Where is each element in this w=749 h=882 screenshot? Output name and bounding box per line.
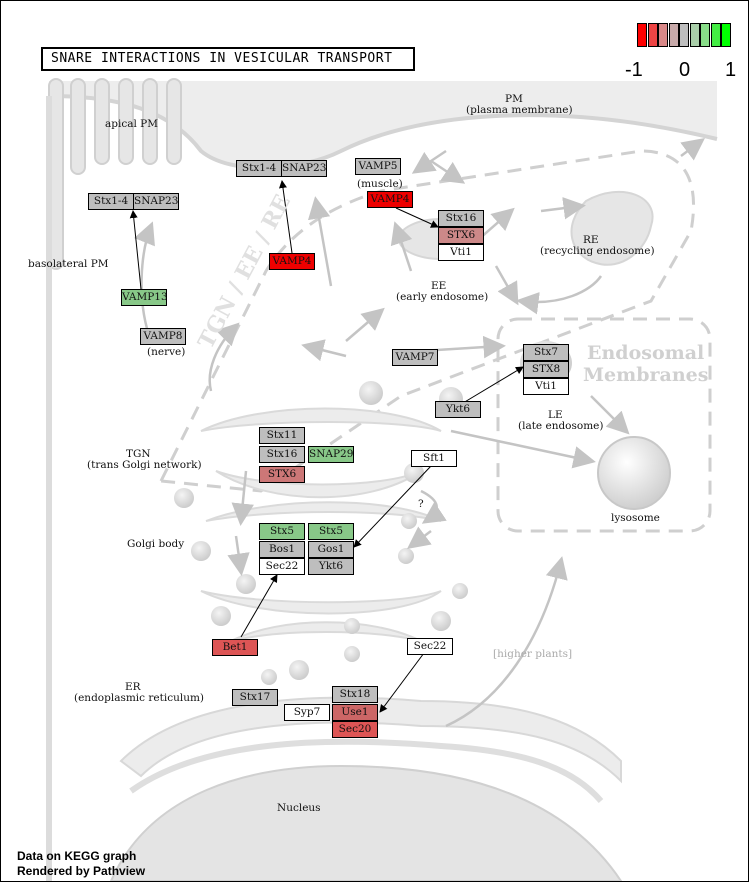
label-tgn: TGN: [126, 448, 151, 460]
legend-color-cell: [647, 23, 658, 47]
gene-box-stx17[interactable]: Stx17: [232, 689, 278, 706]
gene-box-vamp4-mid[interactable]: VAMP4: [269, 253, 315, 270]
label-nucleus: Nucleus: [277, 802, 321, 814]
label-endosomal: Endosomal: [587, 342, 705, 364]
gene-box-gos1[interactable]: Gos1: [308, 541, 354, 558]
gene-box-sft1[interactable]: Sft1: [411, 450, 457, 467]
gene-box-vamp4-top[interactable]: VAMP4: [367, 191, 413, 208]
gene-box-vamp13[interactable]: VAMP13: [121, 289, 167, 306]
label-re-full: (recycling endosome): [540, 245, 655, 257]
label-pm: PM: [505, 93, 523, 105]
gene-box-vamp8[interactable]: VAMP8: [140, 328, 186, 345]
legend-color-cell: [721, 23, 731, 47]
label-re: RE: [583, 234, 599, 246]
label-question: ?: [418, 498, 424, 510]
legend-tick-max: 1: [725, 59, 737, 81]
gene-box-stx6-tgn[interactable]: STX6: [259, 466, 305, 483]
gene-box-stx16-ee[interactable]: Stx16: [438, 210, 484, 227]
label-basolateral-pm: basolateral PM: [28, 258, 109, 270]
footer-data-source: Data on KEGG graph: [17, 849, 137, 863]
gene-box-snap23-top[interactable]: SNAP23: [281, 160, 327, 177]
gene-box-snap23-left[interactable]: SNAP23: [133, 193, 179, 210]
gene-box-bet1[interactable]: Bet1: [212, 639, 258, 656]
gene-box-vamp7[interactable]: VAMP7: [392, 349, 438, 366]
diagram-title: SNARE INTERACTIONS IN VESICULAR TRANSPOR…: [41, 47, 415, 71]
label-apical-pm: apical PM: [105, 118, 158, 130]
gene-box-sec20[interactable]: Sec20: [332, 721, 378, 738]
footer-rendered-by: Rendered by Pathview: [17, 864, 146, 878]
legend-color-cell: [679, 23, 689, 47]
gene-box-vti1-ee[interactable]: Vti1: [438, 244, 484, 261]
legend-color-cell: [658, 23, 668, 47]
gene-box-snap29[interactable]: SNAP29: [308, 446, 354, 463]
gene-box-ykt6-golgi[interactable]: Ykt6: [308, 558, 354, 575]
legend-color-cell: [637, 23, 647, 47]
gene-box-stx11[interactable]: Stx11: [259, 427, 305, 444]
legend-color-cell: [689, 23, 700, 47]
gene-box-stx6-ee[interactable]: STX6: [438, 227, 484, 244]
gene-box-ykt6-le[interactable]: Ykt6: [435, 401, 481, 418]
label-le: LE: [548, 409, 563, 421]
label-nerve: (nerve): [147, 346, 186, 358]
gene-box-stx18[interactable]: Stx18: [332, 686, 378, 703]
label-membranes: Membranes: [583, 364, 709, 386]
gene-box-stx5-b[interactable]: Stx5: [308, 523, 354, 540]
gene-box-stx8[interactable]: STX8: [523, 361, 569, 378]
gene-box-stx1-4-top[interactable]: Stx1-4: [236, 160, 282, 177]
gene-box-vamp5[interactable]: VAMP5: [355, 158, 401, 175]
label-ee: EE: [431, 280, 447, 292]
legend-color-cell: [700, 23, 710, 47]
label-golgi-body: Golgi body: [127, 538, 185, 550]
legend-color-cell: [710, 23, 721, 47]
label-muscle: (muscle): [357, 178, 403, 190]
gene-box-use1[interactable]: Use1: [332, 704, 378, 721]
gene-box-stx16-tgn[interactable]: Stx16: [259, 446, 305, 463]
legend-tick-min: -1: [625, 59, 643, 81]
legend-tick-mid: 0: [679, 59, 691, 81]
gene-box-bos1[interactable]: Bos1: [259, 541, 305, 558]
label-ee-full: (early endosome): [396, 291, 489, 303]
gene-box-vti1-le[interactable]: Vti1: [523, 378, 569, 395]
gene-box-stx7[interactable]: Stx7: [523, 344, 569, 361]
gene-box-syp7[interactable]: Syp7: [284, 704, 330, 721]
label-er: ER: [125, 681, 141, 693]
label-er-full: (endoplasmic reticulum): [74, 692, 205, 704]
gene-box-sec22-er[interactable]: Sec22: [407, 638, 453, 655]
gene-box-sec22-golgi[interactable]: Sec22: [259, 558, 305, 575]
label-le-full: (late endosome): [518, 420, 604, 432]
label-lysosome: lysosome: [611, 512, 660, 524]
legend-color-cell: [668, 23, 679, 47]
label-higher-plants: [higher plants]: [493, 648, 573, 660]
gene-box-stx1-4-left[interactable]: Stx1-4: [88, 193, 134, 210]
label-tgn-full: (trans Golgi network): [87, 459, 202, 471]
label-pm-full: (plasma membrane): [466, 104, 573, 116]
gene-box-stx5-a[interactable]: Stx5: [259, 523, 305, 540]
